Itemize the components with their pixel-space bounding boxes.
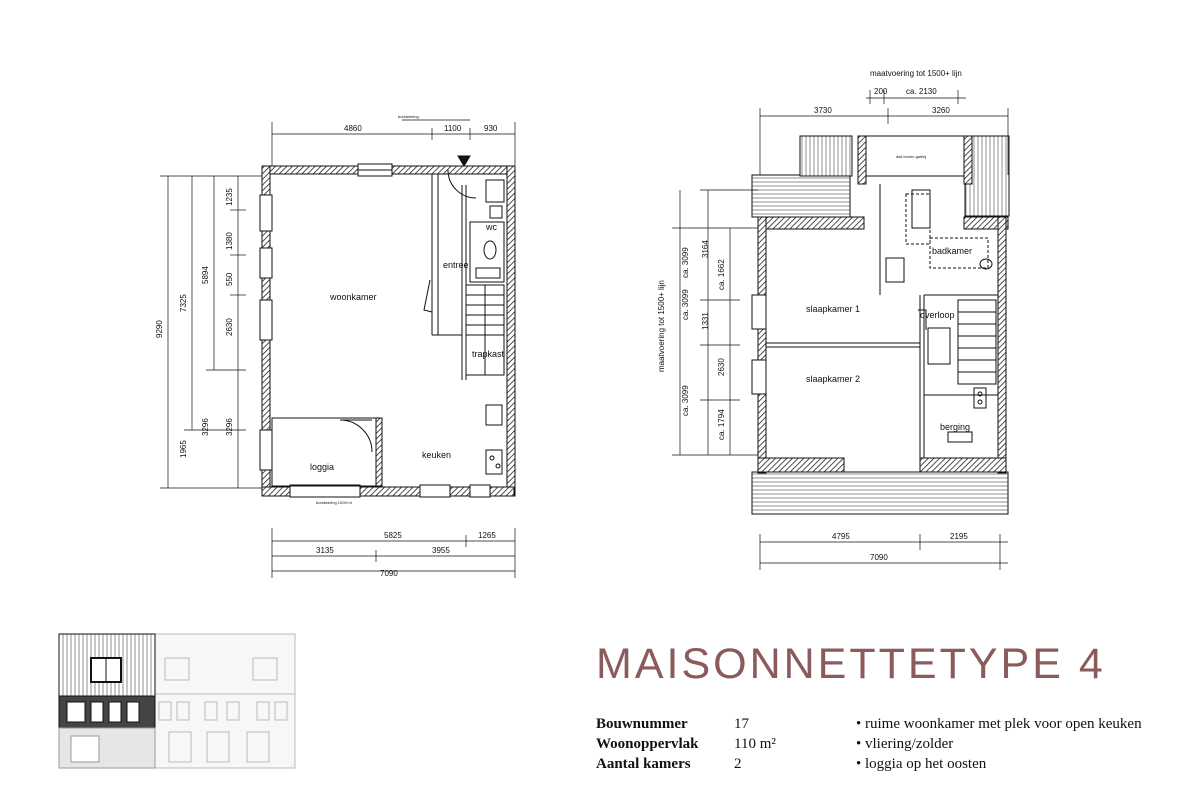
dim-bottom-2195: 2195 bbox=[950, 532, 968, 541]
first-floor-dimensions bbox=[672, 90, 1009, 570]
dim-bottom-4795: 4795 bbox=[832, 532, 850, 541]
ground-floor-plan bbox=[259, 155, 516, 498]
dim-bottom-7090: 7090 bbox=[870, 553, 888, 562]
dim-left-1380: 1380 bbox=[225, 232, 234, 250]
dim-left-2630: 2630 bbox=[225, 318, 234, 336]
dim-left-3296-b: 3296 bbox=[225, 418, 234, 436]
floor-plans: woonkamer entree wc trapkast keuken logg… bbox=[155, 69, 1010, 578]
dim-left-3164: 3164 bbox=[701, 240, 710, 258]
info-labels: Bouwnummer Woonoppervlak Aantal kamers bbox=[596, 714, 699, 774]
dim-left-ca3099-c: ca. 3099 bbox=[681, 385, 690, 416]
dim-bottom-1265: 1265 bbox=[478, 531, 496, 540]
feature-item: • vliering/zolder bbox=[856, 736, 954, 752]
first-floor-labels: slaapkamer 1 slaapkamer 2 badkamer overl… bbox=[657, 69, 972, 562]
room-label-slaapkamer-2: slaapkamer 2 bbox=[806, 374, 860, 384]
dim-top-200: 200 bbox=[874, 87, 888, 96]
feature-item: • loggia op het oosten bbox=[856, 756, 987, 772]
dim-bottom-3135: 3135 bbox=[316, 546, 334, 555]
dim-left-ca1794: ca. 1794 bbox=[717, 409, 726, 440]
dim-top-2130: ca. 2130 bbox=[906, 87, 937, 96]
room-label-badkamer: badkamer bbox=[932, 246, 972, 256]
value-woonoppervlak: 110 m² bbox=[734, 736, 776, 752]
dim-bottom-7090: 7090 bbox=[380, 569, 398, 578]
feature-item: • ruime woonkamer met plek voor open keu… bbox=[856, 716, 1142, 732]
dim-left-3296-a: 3296 bbox=[201, 418, 210, 436]
tiny-label-bottom: borstwering 1000+vl bbox=[316, 500, 352, 505]
dim-top-930: 930 bbox=[484, 124, 498, 133]
room-label-loggia: loggia bbox=[310, 462, 334, 472]
ground-floor-dimensions bbox=[160, 119, 516, 578]
value-aantal-kamers: 2 bbox=[734, 756, 742, 772]
ground-floor-labels: woonkamer entree wc trapkast keuken logg… bbox=[155, 114, 505, 578]
dim-top-maatvoering: maatvoering tot 1500+ lijn bbox=[870, 69, 962, 78]
dim-left-1331: 1331 bbox=[701, 312, 710, 330]
feature-list: • ruime woonkamer met plek voor open keu… bbox=[856, 714, 1142, 774]
room-label-woonkamer: woonkamer bbox=[329, 292, 377, 302]
first-floor-plan bbox=[751, 135, 1010, 515]
label-bouwnummer: Bouwnummer bbox=[596, 716, 688, 732]
page-title: MAISONNETTETYPE 4 bbox=[596, 640, 1106, 688]
dim-left-2630: 2630 bbox=[717, 358, 726, 376]
dim-left-1235: 1235 bbox=[225, 188, 234, 206]
dim-bottom-5825: 5825 bbox=[384, 531, 402, 540]
dim-top-1100: 1100 bbox=[444, 124, 462, 133]
room-label-trapkast: trapkast bbox=[472, 349, 505, 359]
dim-left-1965: 1965 bbox=[179, 440, 188, 458]
dim-left-5894: 5894 bbox=[201, 266, 210, 284]
dim-left-ca3099-a: ca. 3099 bbox=[681, 247, 690, 278]
dim-top-3260: 3260 bbox=[932, 106, 950, 115]
dim-left-ca1662: ca. 1662 bbox=[717, 259, 726, 290]
room-label-keuken: keuken bbox=[422, 450, 451, 460]
dim-left-7325: 7325 bbox=[179, 294, 188, 312]
label-woonoppervlak: Woonoppervlak bbox=[596, 736, 699, 752]
room-label-overloop: overloop bbox=[920, 310, 955, 320]
room-label-wc: wc bbox=[485, 222, 497, 232]
room-label-entree: entree bbox=[443, 260, 469, 270]
dim-bottom-3955: 3955 bbox=[432, 546, 450, 555]
dim-left-9290: 9290 bbox=[155, 320, 164, 338]
dim-left-550: 550 bbox=[225, 272, 234, 286]
value-bouwnummer: 17 bbox=[734, 716, 749, 732]
tiny-label-top: borstwering bbox=[398, 114, 419, 119]
room-label-slaapkamer-1: slaapkamer 1 bbox=[806, 304, 860, 314]
dim-left-ca3099-b: ca. 3099 bbox=[681, 289, 690, 320]
label-aantal-kamers: Aantal kamers bbox=[596, 756, 691, 772]
facade-illustration bbox=[58, 633, 296, 769]
dim-top-4860: 4860 bbox=[344, 124, 362, 133]
room-label-berging: berging bbox=[940, 422, 970, 432]
dim-top-3730: 3730 bbox=[814, 106, 832, 115]
info-values: 17 110 m² 2 bbox=[734, 714, 776, 774]
dim-left-maatvoering: maatvoering tot 1500+ lijn bbox=[657, 280, 666, 372]
tiny-label-dak: dak boven galerij bbox=[896, 154, 926, 159]
